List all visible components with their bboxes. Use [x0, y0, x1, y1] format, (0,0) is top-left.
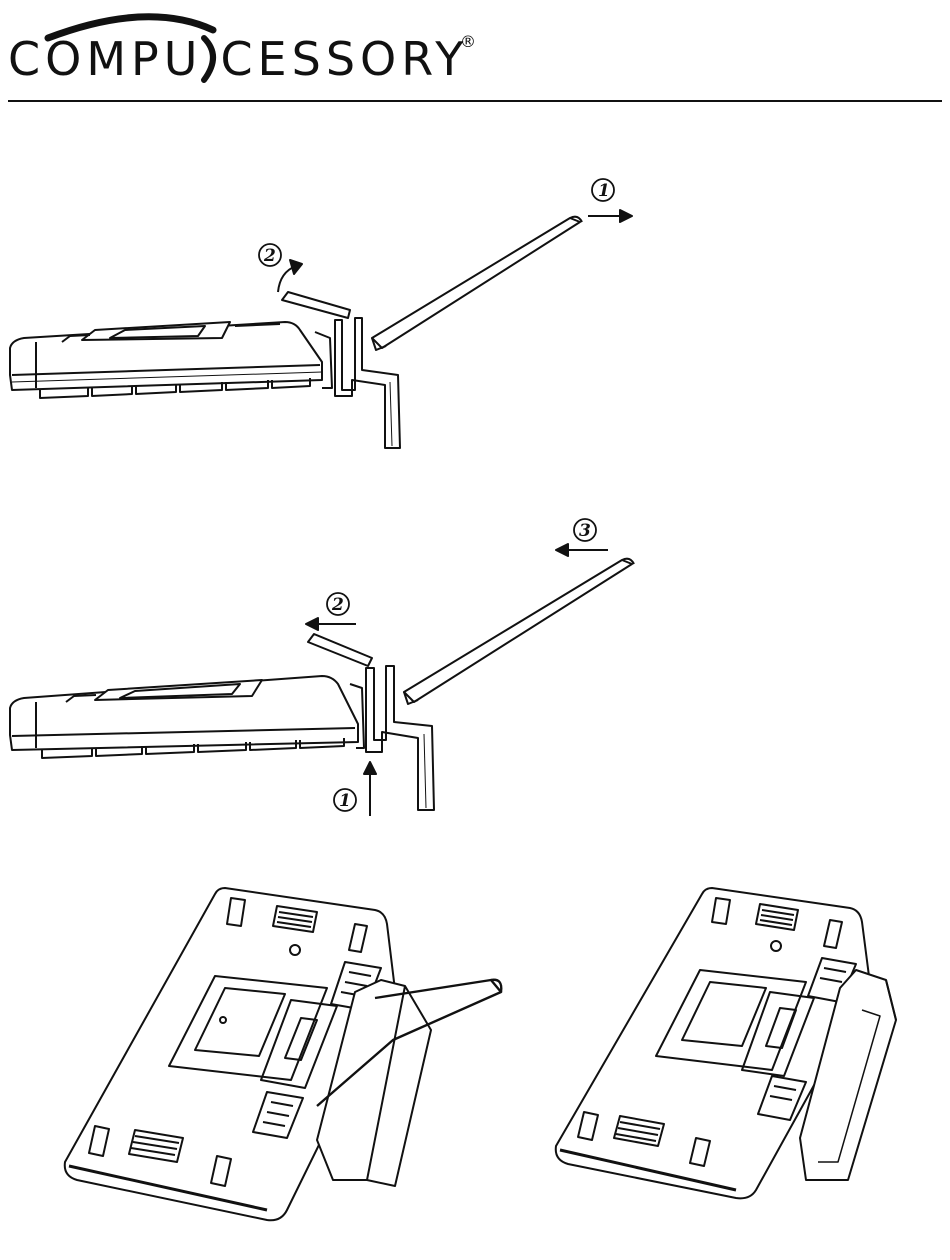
phone-side-view-remove: 1 2 — [0, 170, 660, 460]
step-2-label-remove: 2 — [263, 246, 276, 266]
phone-rear-view-open — [55, 880, 515, 1250]
figure-stand-open-rear-view — [55, 880, 515, 1250]
logo-text-left: COMPU — [8, 32, 202, 86]
step-1-label-remove: 1 — [598, 181, 610, 201]
step-2-label-attach: 2 — [331, 595, 344, 615]
phone-side-view-attach: 3 2 1 — [0, 510, 660, 830]
figure-attach-stand: 3 2 1 — [0, 510, 660, 830]
figure-remove-stand: 1 2 — [0, 170, 660, 460]
header-divider — [8, 100, 942, 102]
step-3-label-attach: 3 — [579, 521, 591, 541]
figure-stand-closed-rear-view — [550, 880, 910, 1210]
compucessory-logo: COMPU CESSORY ® — [8, 8, 478, 88]
registered-mark: ® — [460, 32, 476, 51]
page-header: COMPU CESSORY ® — [0, 0, 950, 110]
step-1-label-attach: 1 — [339, 791, 351, 811]
phone-rear-view-closed — [550, 880, 910, 1210]
logo-text-right: CESSORY — [220, 32, 468, 86]
